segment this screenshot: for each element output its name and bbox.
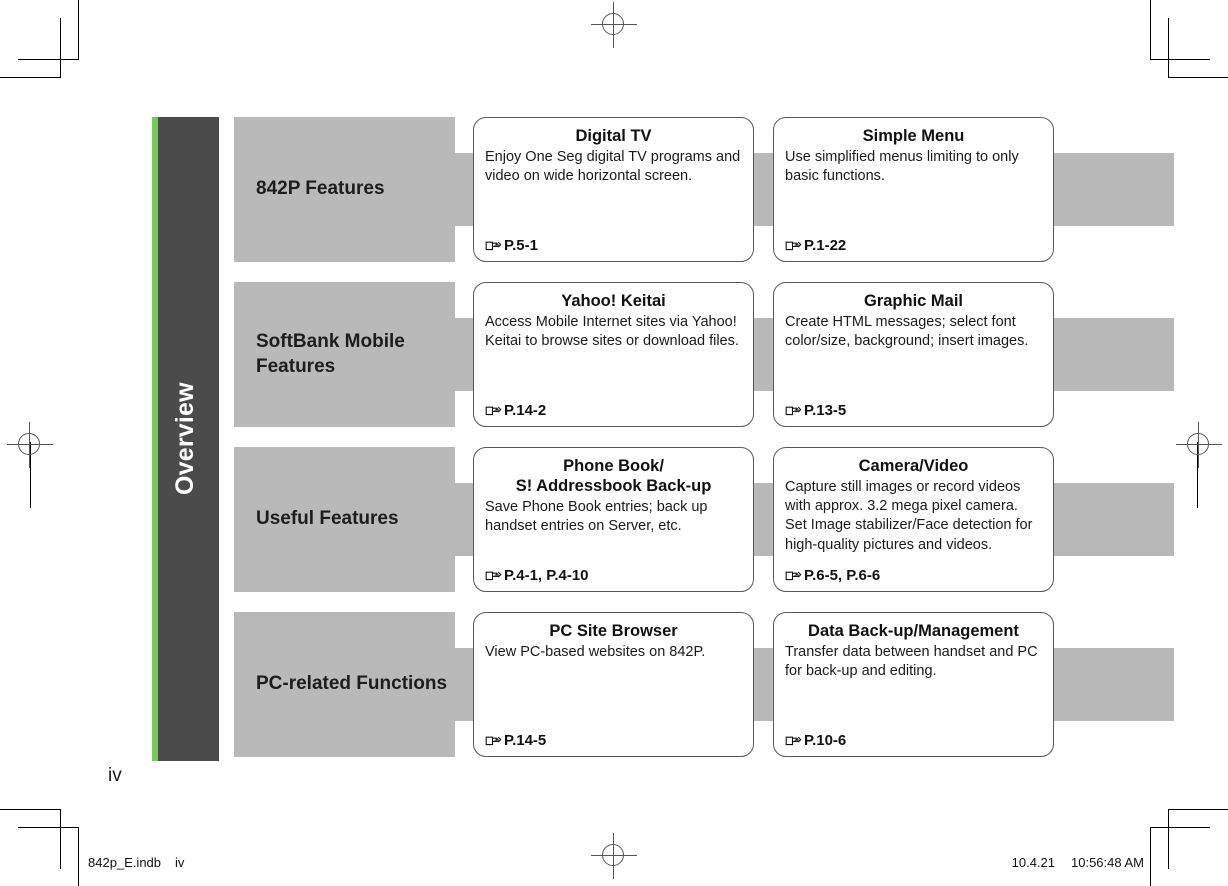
reference-text: P.6-5, P.6-6 — [804, 567, 881, 584]
reference-text: P.5-1 — [504, 237, 538, 254]
pointing-hand-icon — [485, 238, 502, 253]
feature-card-reference[interactable]: P.5-1 — [485, 237, 538, 254]
feature-row: PC-related Functions PC Site Browser Vie… — [234, 612, 1174, 757]
pointing-hand-icon — [785, 403, 802, 418]
reference-text: P.1-22 — [804, 237, 847, 254]
feature-card[interactable]: Digital TV Enjoy One Seg digital TV prog… — [473, 117, 754, 262]
crop-mark-left-tick — [30, 442, 31, 508]
registration-mark-top — [591, 2, 637, 48]
feature-card-title: Data Back-up/Management — [808, 622, 1019, 640]
registration-mark-bottom — [591, 833, 637, 879]
feature-card[interactable]: Phone Book/ S! Addressbook Back-up Save … — [473, 447, 754, 592]
pointing-hand-icon — [785, 568, 802, 583]
crop-mark-tl-h2 — [0, 77, 60, 78]
feature-card-description: Save Phone Book entries; back up handset… — [485, 499, 708, 535]
feature-card-description: Access Mobile Internet sites via Yahoo! … — [485, 314, 739, 350]
feature-card-reference[interactable]: P.1-22 — [785, 237, 846, 254]
crop-mark-bl-h2 — [18, 827, 78, 828]
feature-card-reference[interactable]: P.4-1, P.4-10 — [485, 567, 589, 584]
reg-circle — [602, 13, 624, 35]
pointing-hand-icon — [785, 238, 802, 253]
feature-card-description: Create HTML messages; select font color/… — [785, 314, 1029, 350]
crop-mark-br-h1 — [1168, 809, 1228, 810]
footer-page-label: iv — [175, 855, 185, 870]
pointing-hand-icon — [485, 733, 502, 748]
feature-card-title: Phone Book/ S! Addressbook Back-up — [515, 457, 712, 496]
feature-card[interactable]: Simple Menu Use simplified menus limitin… — [773, 117, 1054, 262]
feature-card-description: Use simplified menus limiting to only ba… — [785, 149, 1019, 185]
category-block: SoftBank Mobile Features — [234, 282, 455, 427]
feature-card-title: Yahoo! Keitai — [561, 292, 666, 310]
feature-card-title: Camera/Video — [858, 457, 969, 475]
feature-card-title: Digital TV — [575, 127, 652, 145]
feature-card[interactable]: PC Site Browser View PC-based websites o… — [473, 612, 754, 757]
crop-mark-br-v1 — [1168, 809, 1169, 869]
category-block: Useful Features — [234, 447, 455, 592]
feature-card-reference[interactable]: P.14-2 — [485, 402, 546, 419]
crop-mark-bl-v2 — [78, 827, 79, 886]
pointing-hand-icon — [485, 403, 502, 418]
footer-right: 10.4.21 10:56:48 AM — [1012, 855, 1144, 870]
crop-mark-tl-v1 — [78, 0, 79, 60]
feature-card-reference[interactable]: P.6-5, P.6-6 — [785, 567, 880, 584]
reference-text: P.10-6 — [804, 732, 847, 749]
reg-circle — [602, 844, 624, 866]
footer-left: 842p_E.indb iv — [88, 855, 184, 870]
reference-text: P.14-2 — [504, 402, 547, 419]
crop-mark-tr-v1 — [1150, 0, 1151, 60]
feature-card[interactable]: Yahoo! Keitai Access Mobile Internet sit… — [473, 282, 754, 427]
feature-card-description: View PC-based websites on 842P. — [485, 644, 706, 661]
pointing-hand-icon — [485, 568, 502, 583]
footer-date: 10.4.21 — [1011, 855, 1055, 870]
reg-circle — [18, 433, 40, 455]
feature-card[interactable]: Graphic Mail Create HTML messages; selec… — [773, 282, 1054, 427]
category-label: SoftBank Mobile Features — [256, 331, 405, 377]
category-label: Useful Features — [256, 508, 399, 530]
crop-mark-bl-v1 — [60, 809, 61, 869]
feature-card[interactable]: Data Back-up/Management Transfer data be… — [773, 612, 1054, 757]
reference-text: P.13-5 — [804, 402, 847, 419]
chapter-title: Overview — [171, 382, 199, 496]
crop-mark-br-h2 — [1150, 827, 1210, 828]
feature-card-reference[interactable]: P.14-5 — [485, 732, 546, 749]
footer-file-name: 842p_E.indb — [88, 855, 162, 870]
footer-time: 10:56:48 AM — [1071, 855, 1144, 870]
feature-card-title: PC Site Browser — [549, 622, 678, 640]
category-label: PC-related Functions — [256, 673, 448, 695]
reference-text: P.14-5 — [504, 732, 547, 749]
side-tab-accent-bar — [152, 117, 158, 761]
feature-rows: 842P Features Digital TV Enjoy One Seg d… — [234, 117, 1174, 757]
crop-mark-bl-h1 — [0, 809, 60, 810]
chapter-side-tab: Overview — [152, 117, 219, 761]
feature-card[interactable]: Camera/Video Capture still images or rec… — [773, 447, 1054, 592]
crop-mark-tl-v2 — [60, 18, 61, 78]
crop-mark-right-tick — [1197, 442, 1198, 508]
pointing-hand-icon — [785, 733, 802, 748]
crop-mark-tr-h2 — [1168, 77, 1228, 78]
crop-mark-tl-h1 — [18, 59, 78, 60]
reg-circle — [1187, 433, 1209, 455]
category-block: PC-related Functions — [234, 612, 455, 757]
category-label: 842P Features — [256, 178, 385, 200]
feature-card-reference[interactable]: P.13-5 — [785, 402, 846, 419]
feature-card-description: Enjoy One Seg digital TV programs and vi… — [485, 149, 741, 185]
registration-mark-left — [7, 422, 53, 468]
crop-mark-br-v2 — [1150, 827, 1151, 886]
feature-row: Useful Features Phone Book/ S! Addressbo… — [234, 447, 1174, 592]
crop-mark-tr-v2 — [1168, 18, 1169, 78]
feature-row: 842P Features Digital TV Enjoy One Seg d… — [234, 117, 1174, 262]
feature-row: SoftBank Mobile Features Yahoo! Keitai A… — [234, 282, 1174, 427]
print-footer: 842p_E.indb iv 10.4.21 10:56:48 AM — [0, 855, 1228, 879]
registration-mark-right — [1176, 422, 1222, 468]
feature-card-reference[interactable]: P.10-6 — [785, 732, 846, 749]
feature-card-title: Simple Menu — [862, 127, 965, 145]
feature-card-title: Graphic Mail — [863, 292, 964, 310]
reference-text: P.4-1, P.4-10 — [504, 567, 589, 584]
feature-card-description: Transfer data between handset and PC for… — [785, 644, 1038, 680]
crop-mark-tr-h1 — [1150, 59, 1210, 60]
feature-card-description: Capture still images or record videos wi… — [785, 479, 1033, 553]
category-block: 842P Features — [234, 117, 455, 262]
page-number: iv — [108, 765, 122, 786]
